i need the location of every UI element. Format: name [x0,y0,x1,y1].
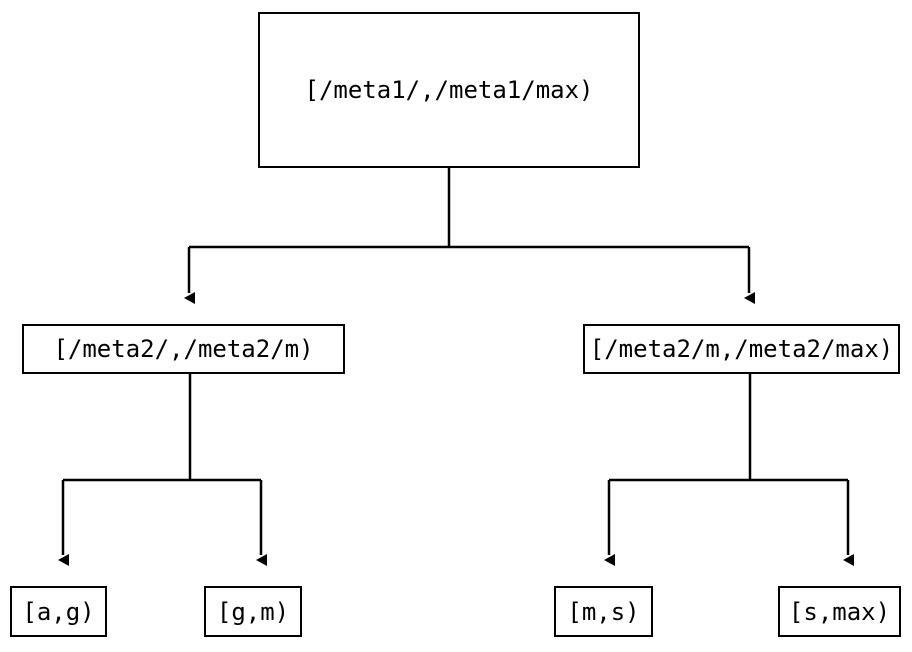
tree-leaf-gm-label: [g,m) [216,597,290,626]
tree-node-meta2-high[interactable]: [/meta2/m,/meta2/max) [583,324,900,374]
tree-node-meta2-low[interactable]: [/meta2/,/meta2/m) [22,324,345,374]
tree-node-meta2-high-label: [/meta2/m,/meta2/max) [589,335,894,363]
tree-leaf-ms-label: [m,s) [567,597,640,626]
tree-leaf-ag-label: [a,g) [22,597,95,626]
tree-node-root-label: [/meta1/,/meta1/max) [304,76,594,104]
tree-node-meta2-low-label: [/meta2/,/meta2/m) [53,335,314,363]
tree-leaf-smax[interactable]: [s,max) [778,586,901,637]
tree-leaf-gm[interactable]: [g,m) [204,586,302,637]
tree-node-root[interactable]: [/meta1/,/meta1/max) [258,12,640,168]
tree-leaf-ms[interactable]: [m,s) [554,586,653,637]
tree-leaf-ag[interactable]: [a,g) [10,586,107,637]
tree-leaf-smax-label: [s,max) [788,597,891,626]
